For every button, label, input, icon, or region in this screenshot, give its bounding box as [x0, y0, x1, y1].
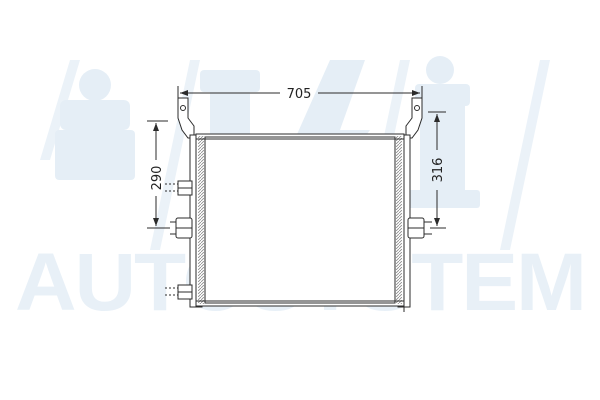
dimension-height-left-label: 290: [150, 166, 165, 191]
core-hatch-right: [396, 136, 402, 304]
dimension-width: [177, 86, 423, 100]
mount-left: [170, 217, 193, 239]
watermark-figure-left: [55, 69, 135, 180]
condenser: [165, 97, 432, 312]
watermark-figure-right: [405, 56, 480, 208]
core-hatch-left: [198, 136, 204, 304]
dimension-height-left: [147, 120, 170, 229]
dimension-width-label: 705: [287, 87, 312, 102]
core-inner: [204, 136, 396, 304]
connector-left-lower: [165, 284, 193, 300]
mount-right: [407, 217, 432, 239]
bracket-hole-left: [180, 105, 186, 111]
connector-left-upper: [165, 180, 193, 196]
bracket-top-right: [405, 97, 423, 139]
dimension-height-right-label: 316: [431, 158, 446, 183]
dimension-height-right: [428, 111, 446, 229]
bracket-hole-right: [414, 105, 420, 111]
